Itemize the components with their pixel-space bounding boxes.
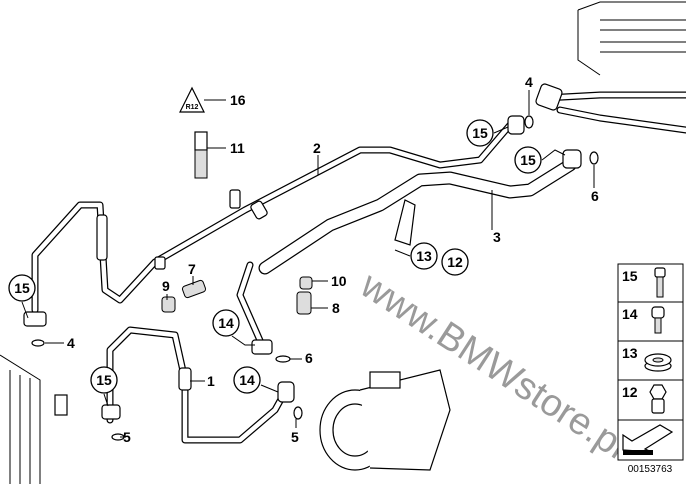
callout-3: 3: [493, 229, 501, 245]
callout-5: 5: [291, 429, 299, 445]
warning-symbol: R12: [179, 86, 205, 113]
callout-15: 15: [14, 280, 30, 296]
callout-14: 14: [239, 372, 255, 388]
callout-5: 5: [123, 429, 131, 445]
arrow-symbol-icon: [622, 424, 674, 455]
compressor: [319, 369, 451, 471]
callout-14: 14: [218, 315, 234, 331]
callout-6: 6: [591, 188, 599, 204]
legend-label-12: 12: [622, 384, 638, 400]
long-screw-icon: [654, 267, 666, 298]
callout-1: 1: [207, 373, 215, 389]
collar-nut-icon: [649, 384, 667, 414]
callout-16: 16: [230, 92, 246, 108]
radiator: [0, 354, 68, 484]
legend-label-13: 13: [622, 345, 638, 361]
callout-15: 15: [472, 125, 488, 141]
legend-label-15: 15: [622, 268, 638, 284]
condenser: [535, 1, 686, 134]
callout-6: 6: [305, 350, 313, 366]
callout-4: 4: [67, 335, 75, 351]
callout-11: 11: [230, 140, 245, 156]
valve-caps: [161, 276, 313, 315]
callout-4: 4: [525, 74, 533, 90]
callout-15: 15: [520, 152, 536, 168]
short-screw-icon: [651, 306, 665, 334]
callout-2: 2: [313, 140, 321, 156]
callout-10: 10: [331, 273, 347, 289]
callout-9: 9: [162, 278, 170, 294]
leader-lines: [21, 90, 595, 438]
drawing-number: 00153763: [628, 464, 673, 475]
svg-text:R12: R12: [186, 104, 199, 111]
callouts: 16 11 2 4 15 15 6 3 13 12 7 9 10 8 15 4 …: [8, 74, 599, 445]
callout-15: 15: [96, 372, 112, 388]
callout-12: 12: [447, 254, 463, 270]
legend-label-14: 14: [622, 306, 638, 322]
pressure-sensor: [194, 131, 208, 179]
pipe-2: [23, 115, 525, 327]
pipe-3: [236, 149, 582, 355]
parts-legend: 15 14 13 12 00153763: [617, 263, 684, 475]
callout-7: 7: [188, 261, 196, 277]
o-rings: [31, 115, 599, 441]
grommet-icon: [644, 353, 672, 372]
callout-8: 8: [332, 300, 340, 316]
pipe-1: [101, 326, 295, 444]
callout-13: 13: [416, 248, 432, 264]
